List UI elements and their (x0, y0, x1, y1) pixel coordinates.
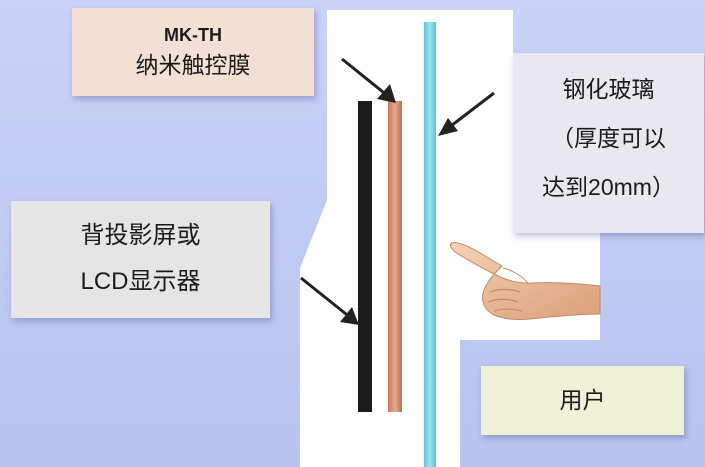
tempered-glass-label-line-1: 钢化玻璃 (562, 76, 655, 102)
arrow-to-glass (438, 91, 495, 136)
display-label-line-2: LCD显示器 (80, 268, 201, 295)
tempered-glass-label-line-2: （厚度可以 (551, 125, 666, 151)
user-label: 用户 (559, 387, 606, 413)
pointing-hand-icon (449, 242, 601, 321)
display-label-box: 背投影屏或 LCD显示器 (11, 201, 270, 318)
user-label-box: 用户 (481, 366, 684, 435)
tempered-glass-label-line-3: 达到20mm） (542, 174, 675, 200)
tempered-glass-layer (424, 22, 436, 467)
arrow-to-film (341, 57, 396, 103)
display-label-line-1: 背投影屏或 (80, 222, 201, 249)
white-panel (300, 10, 600, 467)
tempered-glass-label-box: 钢化玻璃 （厚度可以 达到20mm） (513, 53, 704, 233)
display-layer (358, 101, 372, 412)
arrow-to-display (300, 276, 359, 325)
touch-film-label: 纳米触控膜 (135, 52, 251, 78)
touch-film-model-name: MK-TH (164, 25, 222, 45)
touch-film-layer (388, 101, 402, 412)
touch-film-label-box: MK-TH 纳米触控膜 (72, 8, 314, 96)
